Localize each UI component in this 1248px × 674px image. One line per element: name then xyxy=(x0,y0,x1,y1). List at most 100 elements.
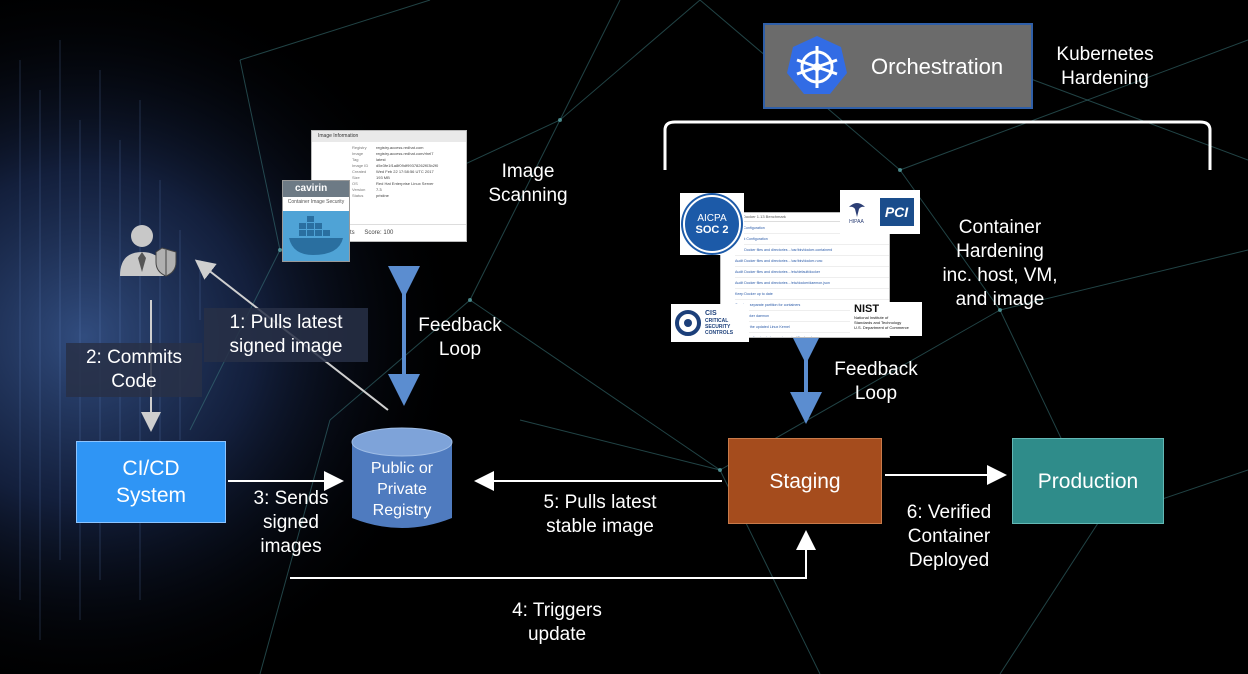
cicd-line2: System xyxy=(115,484,186,507)
nist-line3: U.S. Department of Commerce xyxy=(854,325,909,330)
aicpa-mid: SOC 2 xyxy=(695,223,729,236)
image-info-row: Registry registry.access.redhat.com xyxy=(352,145,462,151)
registry-line2: Private xyxy=(377,481,427,498)
image-info-key: Size xyxy=(352,175,360,180)
user-shield-icon xyxy=(116,222,188,278)
step6-label: 6: Verified Container Deployed xyxy=(896,501,1002,573)
cis-line1: CIS xyxy=(705,310,717,317)
benchmark-item: Create a separate partition for containe… xyxy=(735,300,889,311)
image-info-key: OS xyxy=(352,181,358,186)
container-hardening-line4: and image xyxy=(955,289,1045,310)
registry-line1: Public or xyxy=(370,460,434,477)
image-info-row: Created Wed Feb 22 17:58:56 UTC 2017 xyxy=(352,169,462,175)
step3-label: 3: Sends signed images xyxy=(240,487,342,559)
step3-line1: 3: Sends xyxy=(253,488,329,509)
cavirin-brand: cavirin xyxy=(283,181,349,197)
registry-cylinder: Public or Private Registry xyxy=(350,426,454,534)
kubernetes-hardening-line2: Hardening xyxy=(1061,68,1149,89)
image-scanning-line2: Scanning xyxy=(488,185,568,206)
hipaa-eagle-icon xyxy=(847,199,867,219)
benchmark-item: Audit Docker files and directories - /us… xyxy=(735,245,889,256)
image-info-row: Image registry.access.redhat.com/rhel7 xyxy=(352,151,462,157)
image-info-key: Version xyxy=(352,187,366,192)
image-info-row: Version 7.3 xyxy=(352,187,462,193)
feedback-loop-2-line2: Loop xyxy=(854,383,898,404)
docker-whale-icon xyxy=(283,211,349,261)
image-info-key: Image ID xyxy=(352,163,369,168)
image-info-value: latest xyxy=(376,157,386,162)
staging-box: Staging xyxy=(728,438,882,524)
orchestration-label: Orchestration xyxy=(871,53,1004,79)
image-info-value: registry.access.redhat.com/rhel7 xyxy=(376,151,434,156)
step2-line2: Code xyxy=(111,371,157,392)
staging-label: Staging xyxy=(769,469,841,493)
image-info-score: Score: 100 xyxy=(364,230,394,236)
container-hardening-line2: Hardening xyxy=(956,241,1044,262)
step5-line1: 5: Pulls latest xyxy=(543,492,657,513)
step1-line1: 1: Pulls latest xyxy=(229,312,343,333)
image-info-key: Tag xyxy=(352,157,359,162)
step4-line2: update xyxy=(527,624,587,645)
image-info-value: 7.3 xyxy=(376,187,382,192)
nist-badge: NIST National Institute of Standards and… xyxy=(850,302,922,336)
container-hardening-line1: Container xyxy=(958,217,1042,238)
step4-label: 4: Triggers update xyxy=(494,599,620,647)
cis-line2: CRITICAL xyxy=(705,318,729,324)
benchmark-item: Keep Docker up to date xyxy=(735,289,889,300)
pci-logo: PCI xyxy=(879,198,914,226)
aicpa-top: AICPA xyxy=(697,212,727,224)
benchmark-item: Audit Docker files and directories - /us… xyxy=(735,256,889,267)
feedback-loop-2-label: Feedback Loop xyxy=(824,358,928,406)
image-info-value: Red Hat Enterprise Linux Server xyxy=(376,181,434,186)
image-info-value: d5e3fe1f1a8f09df99378262f03b2f0 xyxy=(376,163,439,168)
step5-line2: stable image xyxy=(546,516,654,537)
cis-line4: CONTROLS xyxy=(705,330,734,336)
hipaa-label: HIPAA xyxy=(849,219,864,225)
image-info-value: Wed Feb 22 17:58:56 UTC 2017 xyxy=(376,169,434,174)
cavirin-badge: cavirin Container Image Security xyxy=(282,180,350,262)
hipaa-pci-badge: HIPAA PCI xyxy=(840,190,920,234)
step3-line3: images xyxy=(260,536,322,557)
benchmark-item: Audit docker daemon xyxy=(735,311,889,322)
benchmark-title: Docker 1.13 Benchmark xyxy=(721,213,889,222)
step1-label: 1: Pulls latest signed image xyxy=(204,308,368,362)
nist-line2: Standards and Technology xyxy=(854,320,902,325)
benchmark-item: Set: Use the updated Linux Kernel xyxy=(735,322,889,333)
kubernetes-hardening-line1: Kubernetes xyxy=(1056,44,1154,65)
production-label: Production xyxy=(1037,469,1139,493)
image-info-title: Image Information xyxy=(312,131,466,142)
container-hardening-line3: inc. host, VM, xyxy=(942,265,1058,286)
image-info-value: pristine xyxy=(376,193,389,198)
feedback-loop-1-line2: Loop xyxy=(438,339,482,360)
step5-label: 5: Pulls latest stable image xyxy=(522,491,678,539)
image-info-key: Registry xyxy=(352,145,367,150)
cis-logo-icon xyxy=(675,310,701,336)
step6-line2: Container xyxy=(907,526,991,547)
database-cylinder-icon xyxy=(351,427,453,528)
image-info-row: Image ID d5e3fe1f1a8f09df99378262f03b2f0 xyxy=(352,163,462,169)
cis-controls-badge: CIS CRITICAL SECURITY CONTROLS xyxy=(671,304,749,342)
benchmark-item: Host Configuration xyxy=(735,223,889,234)
benchmark-item: Audit Docker files and directories - /et… xyxy=(735,267,889,278)
aicpa-soc2-badge: AICPA SOC 2 xyxy=(680,193,744,255)
step2-line1: 2: Commits xyxy=(85,347,183,368)
step6-line3: Deployed xyxy=(908,550,990,571)
step6-line1: 6: Verified xyxy=(906,502,992,523)
step1-line2: signed image xyxy=(229,336,343,357)
cavirin-subtitle: Container Image Security xyxy=(287,199,345,205)
registry-line3: Registry xyxy=(372,502,432,519)
image-info-key: Status xyxy=(352,193,364,198)
benchmark-item: 1 Host Configuration xyxy=(735,234,889,245)
feedback-loop-1-label: Feedback Loop xyxy=(410,314,510,362)
image-info-ts: ts xyxy=(350,230,355,236)
nist-title: NIST xyxy=(854,303,880,315)
image-info-key: Image xyxy=(352,151,364,156)
image-info-value: registry.access.redhat.com xyxy=(376,145,424,150)
step2-label: 2: Commits Code xyxy=(66,343,202,397)
container-hardening-label: Container Hardening inc. host, VM, and i… xyxy=(928,216,1072,312)
image-info-key: Created xyxy=(352,169,367,174)
kubernetes-hardening-label: Kubernetes Hardening xyxy=(1046,43,1164,91)
pci-label: PCI xyxy=(884,204,909,220)
